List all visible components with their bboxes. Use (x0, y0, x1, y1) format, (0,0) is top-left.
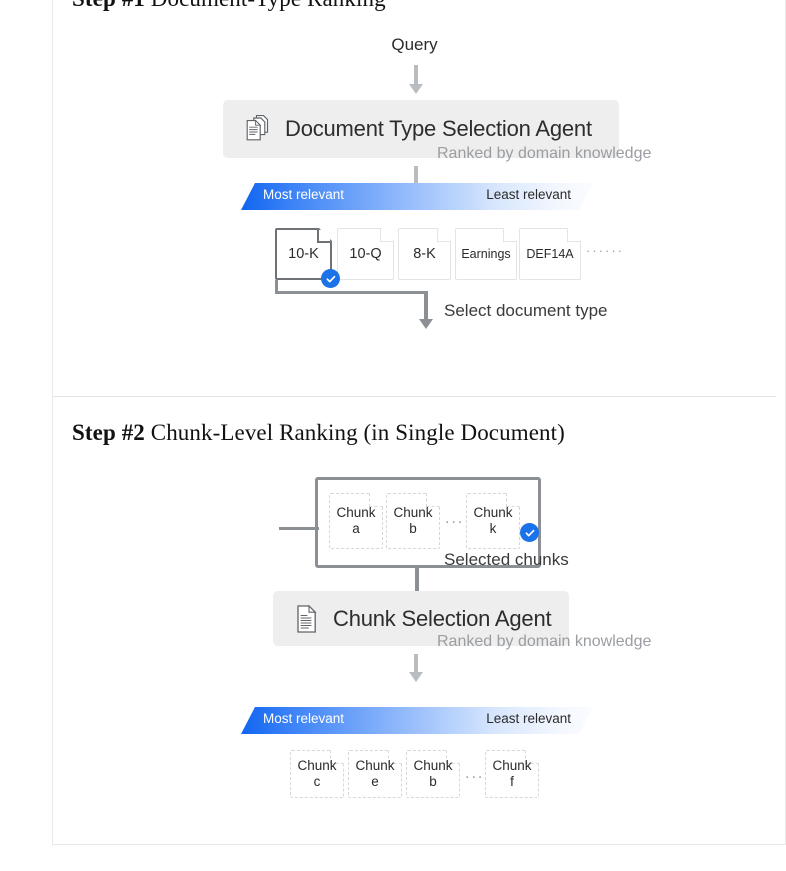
doc-type-card-def14a[interactable]: DEF14A (519, 228, 581, 280)
chunk-group-ellipsis: ... (445, 510, 465, 527)
doc-type-card-earnings[interactable]: Earnings (455, 228, 517, 280)
step-1-heading-bold: Step #1 (72, 0, 145, 11)
chunk-selection-agent-title: Chunk Selection Agent (333, 605, 552, 631)
doc-type-card-earnings-label: Earnings (461, 246, 511, 261)
document-type-selection-agent-title: Document Type Selection Agent (285, 116, 592, 141)
document-lines-icon (295, 604, 319, 634)
arrow-select-document-type (417, 291, 435, 329)
connector-segment-right-1 (275, 291, 426, 294)
connector-segment-down-1 (275, 280, 278, 294)
most-relevant-label-2: Most relevant (263, 711, 345, 726)
doc-type-card-def14a-label: DEF14A (526, 246, 574, 261)
doc-type-card-10-q[interactable]: 10-Q (337, 228, 394, 280)
step-1-heading-rest: Document-Type Ranking (145, 0, 386, 11)
doc-type-more-ellipsis: ······ (586, 243, 624, 258)
doc-type-card-8-k[interactable]: 8-K (398, 228, 451, 280)
step-2-heading-rest: Chunk-Level Ranking (in Single Document) (144, 420, 565, 445)
selected-chunks-note: Selected chunks (444, 550, 569, 569)
ranked-by-domain-knowledge-note-2: Ranked by domain knowledge (437, 633, 652, 650)
select-document-type-note: Select document type (444, 301, 608, 320)
output-chunk-ellipsis: ... (465, 765, 485, 782)
step-2-heading: Step #2 Chunk-Level Ranking (in Single D… (72, 420, 565, 446)
relevance-bar-2: Most relevant Least relevant (241, 707, 593, 734)
doc-type-card-10-q-label: 10-Q (349, 245, 382, 262)
chunk-group-box (315, 477, 541, 568)
step-2-heading-bold: Step #2 (72, 420, 145, 445)
chunk-group-selected-check-icon (520, 523, 539, 542)
chunk-selection-agent-box[interactable]: Chunk Selection Agent (273, 591, 569, 646)
least-relevant-label-2: Least relevant (486, 711, 571, 726)
document-type-selection-agent-box[interactable]: Document Type Selection Agent (223, 100, 619, 158)
doc-type-selected-check-icon (321, 269, 340, 288)
arrow-chunk-agent-to-ranking (408, 654, 424, 682)
connector-into-chunk-group (279, 527, 319, 530)
section-divider (53, 396, 776, 397)
doc-type-card-10-k-label: 10-K (288, 245, 319, 262)
doc-type-card-8-k-label: 8-K (413, 245, 436, 262)
stacked-documents-icon (245, 114, 271, 144)
figure-panel: Step #1 Document-Type Ranking Query (52, 0, 786, 845)
query-label: Query (391, 35, 438, 54)
step-1-heading: Step #1 Document-Type Ranking (72, 0, 386, 12)
relevance-bar-1: Most relevant Least relevant (241, 183, 593, 210)
most-relevant-label-1: Most relevant (263, 187, 345, 202)
arrow-query-to-agent (408, 65, 424, 94)
least-relevant-label-1: Least relevant (486, 187, 571, 202)
ranked-by-domain-knowledge-note-1: Ranked by domain knowledge (437, 145, 652, 162)
